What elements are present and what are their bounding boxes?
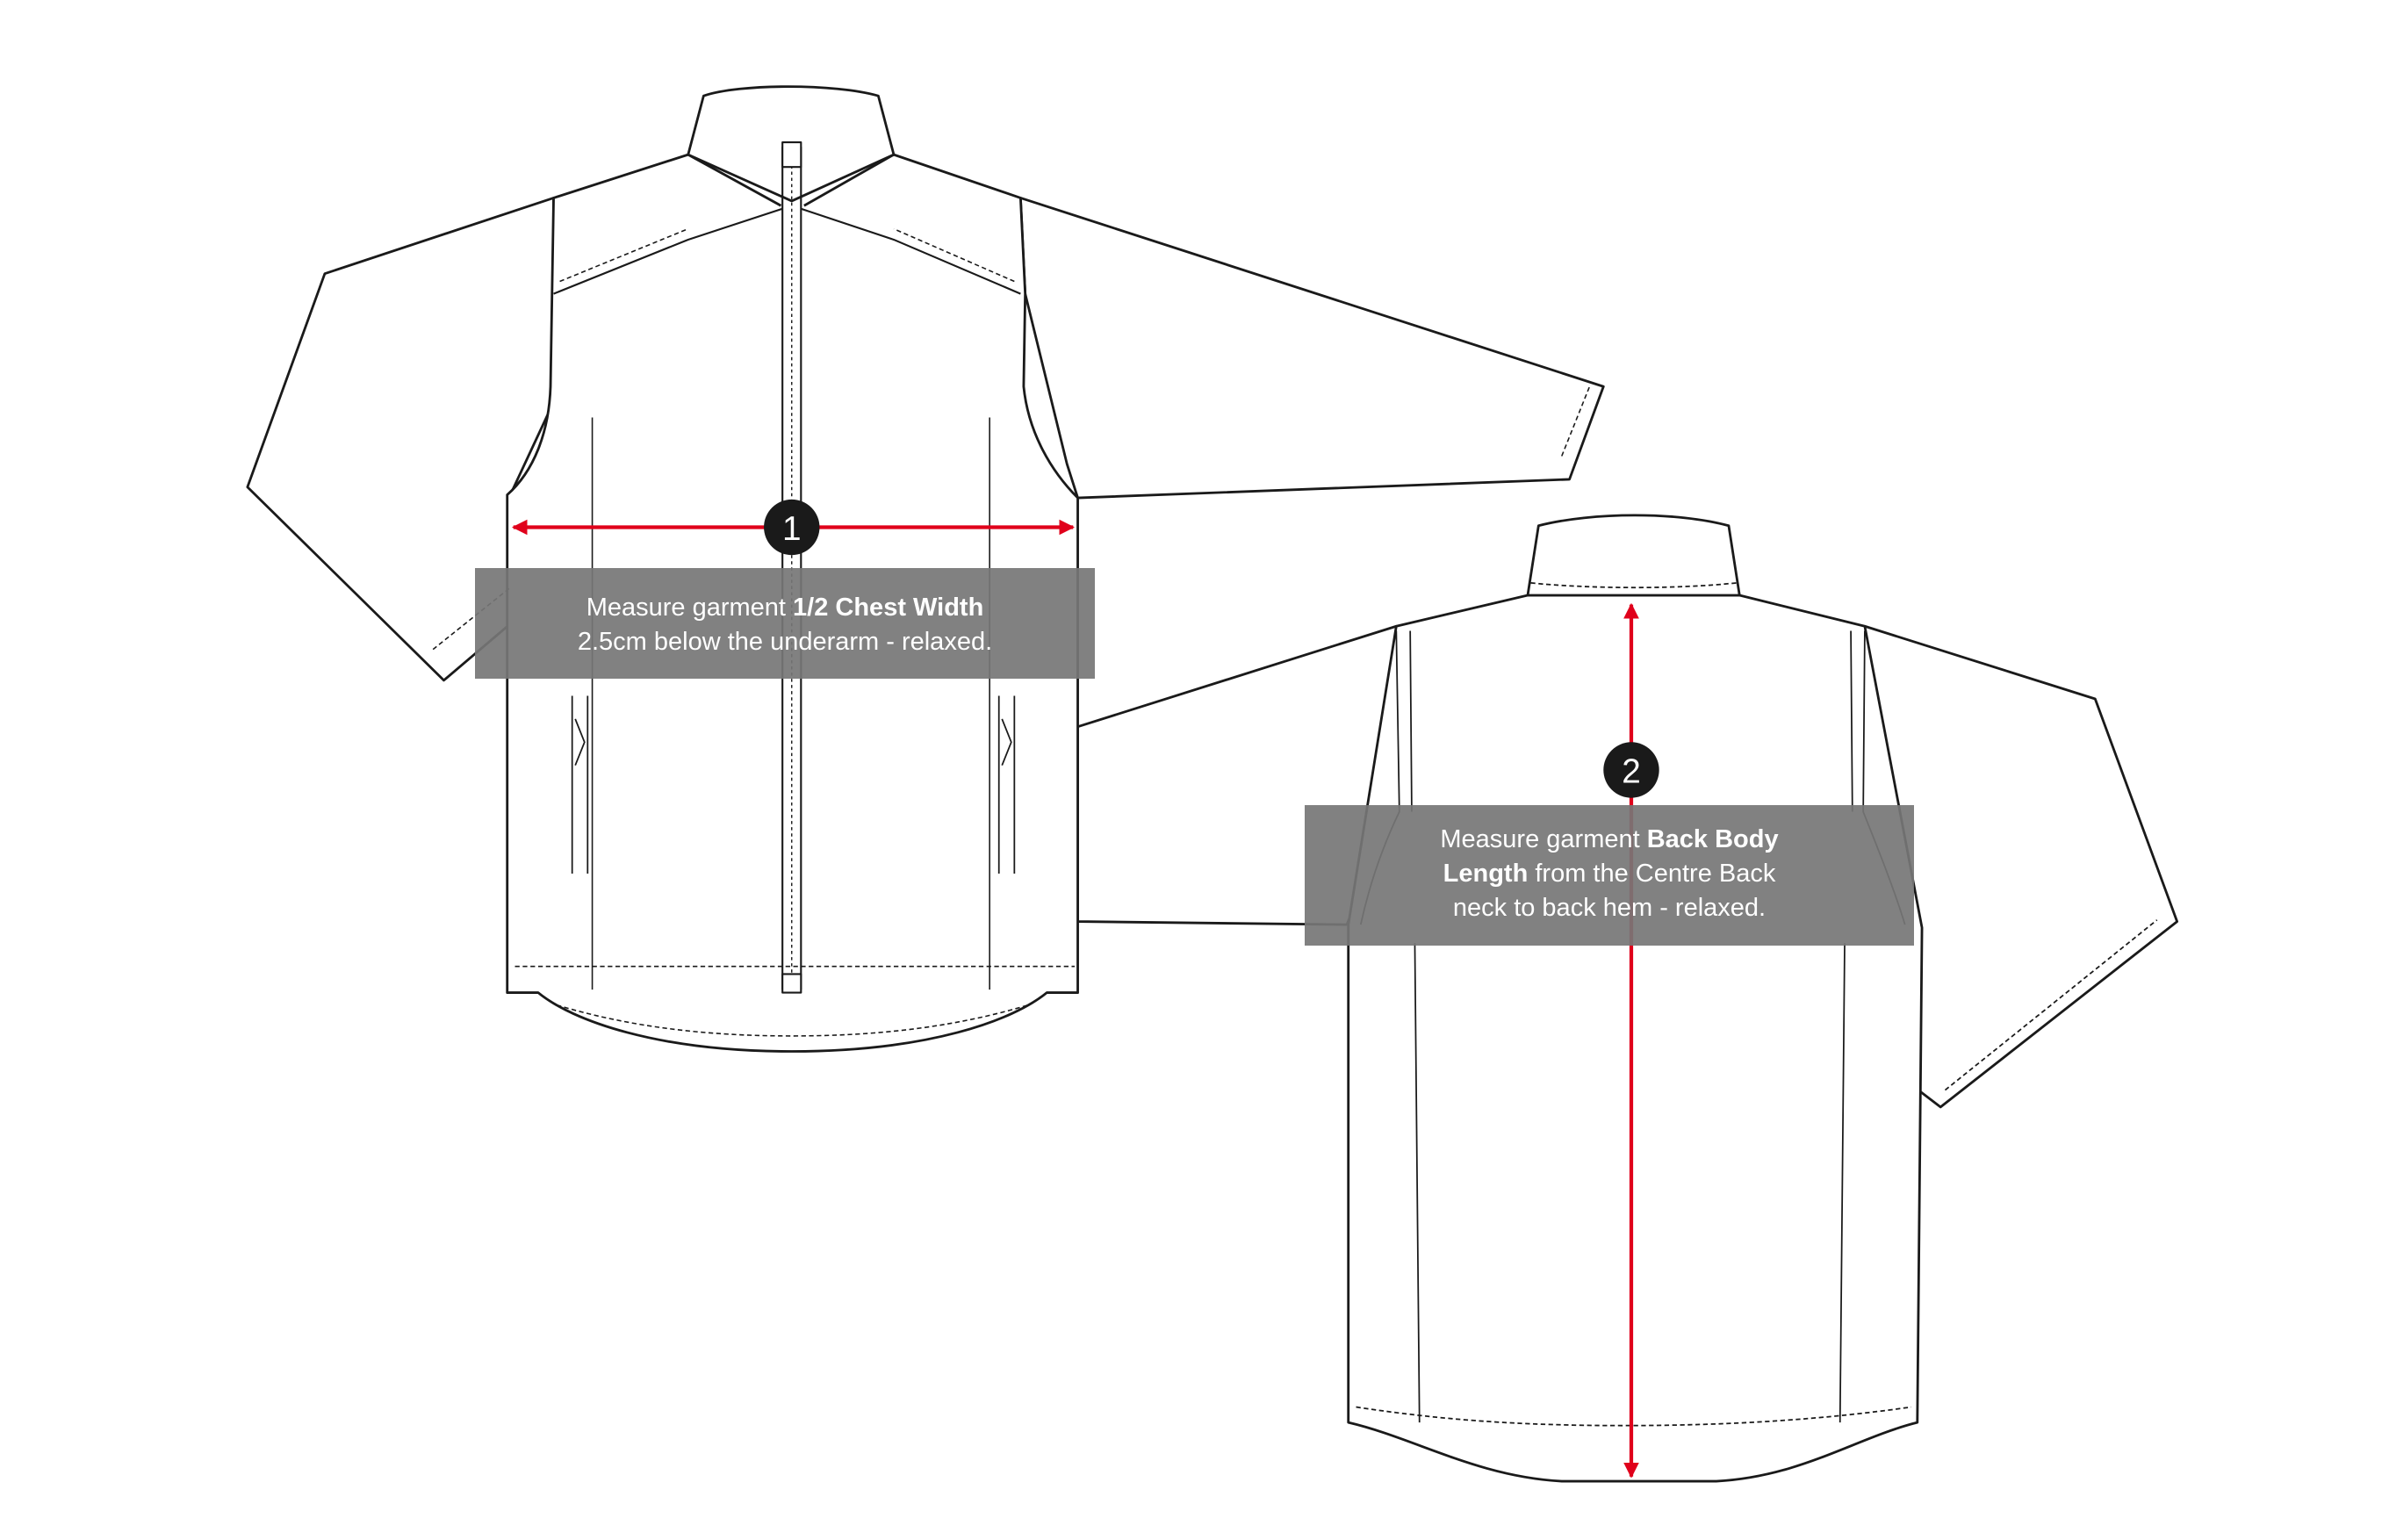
back-body bbox=[1347, 594, 1924, 1483]
back-length-term-2: Length bbox=[1443, 860, 1529, 888]
left-pocket-zip bbox=[571, 695, 589, 874]
back-length-caption-line3: neck to back hem - relaxed. bbox=[1452, 894, 1767, 922]
back-collar bbox=[1526, 514, 1741, 597]
chest-width-caption-line2: 2.5cm below the underarm - relaxed. bbox=[577, 628, 993, 656]
back-length-caption: Measure garment Back Body Length from th… bbox=[1305, 805, 1914, 946]
chest-width-caption: Measure garment 1/2 Chest Width 2.5cm be… bbox=[475, 568, 1095, 679]
chest-width-caption-line1: Measure garment 1/2 Chest Width bbox=[586, 594, 984, 622]
badge-1-label: 1 bbox=[782, 510, 802, 548]
back-length-caption-line2: Length from the Centre Back bbox=[1443, 860, 1776, 888]
back-jacket bbox=[1076, 514, 2179, 1483]
badge-2-label: 2 bbox=[1622, 752, 1641, 790]
front-right-sleeve bbox=[1018, 197, 1605, 500]
back-length-caption-line1: Measure garment Back Body bbox=[1440, 825, 1779, 853]
right-pocket-zip bbox=[997, 695, 1016, 874]
badge-2 bbox=[1603, 742, 1659, 798]
chest-width-term: 1/2 Chest Width bbox=[793, 594, 984, 622]
badge-1 bbox=[764, 499, 820, 556]
back-length-term-1: Back Body bbox=[1646, 825, 1779, 853]
